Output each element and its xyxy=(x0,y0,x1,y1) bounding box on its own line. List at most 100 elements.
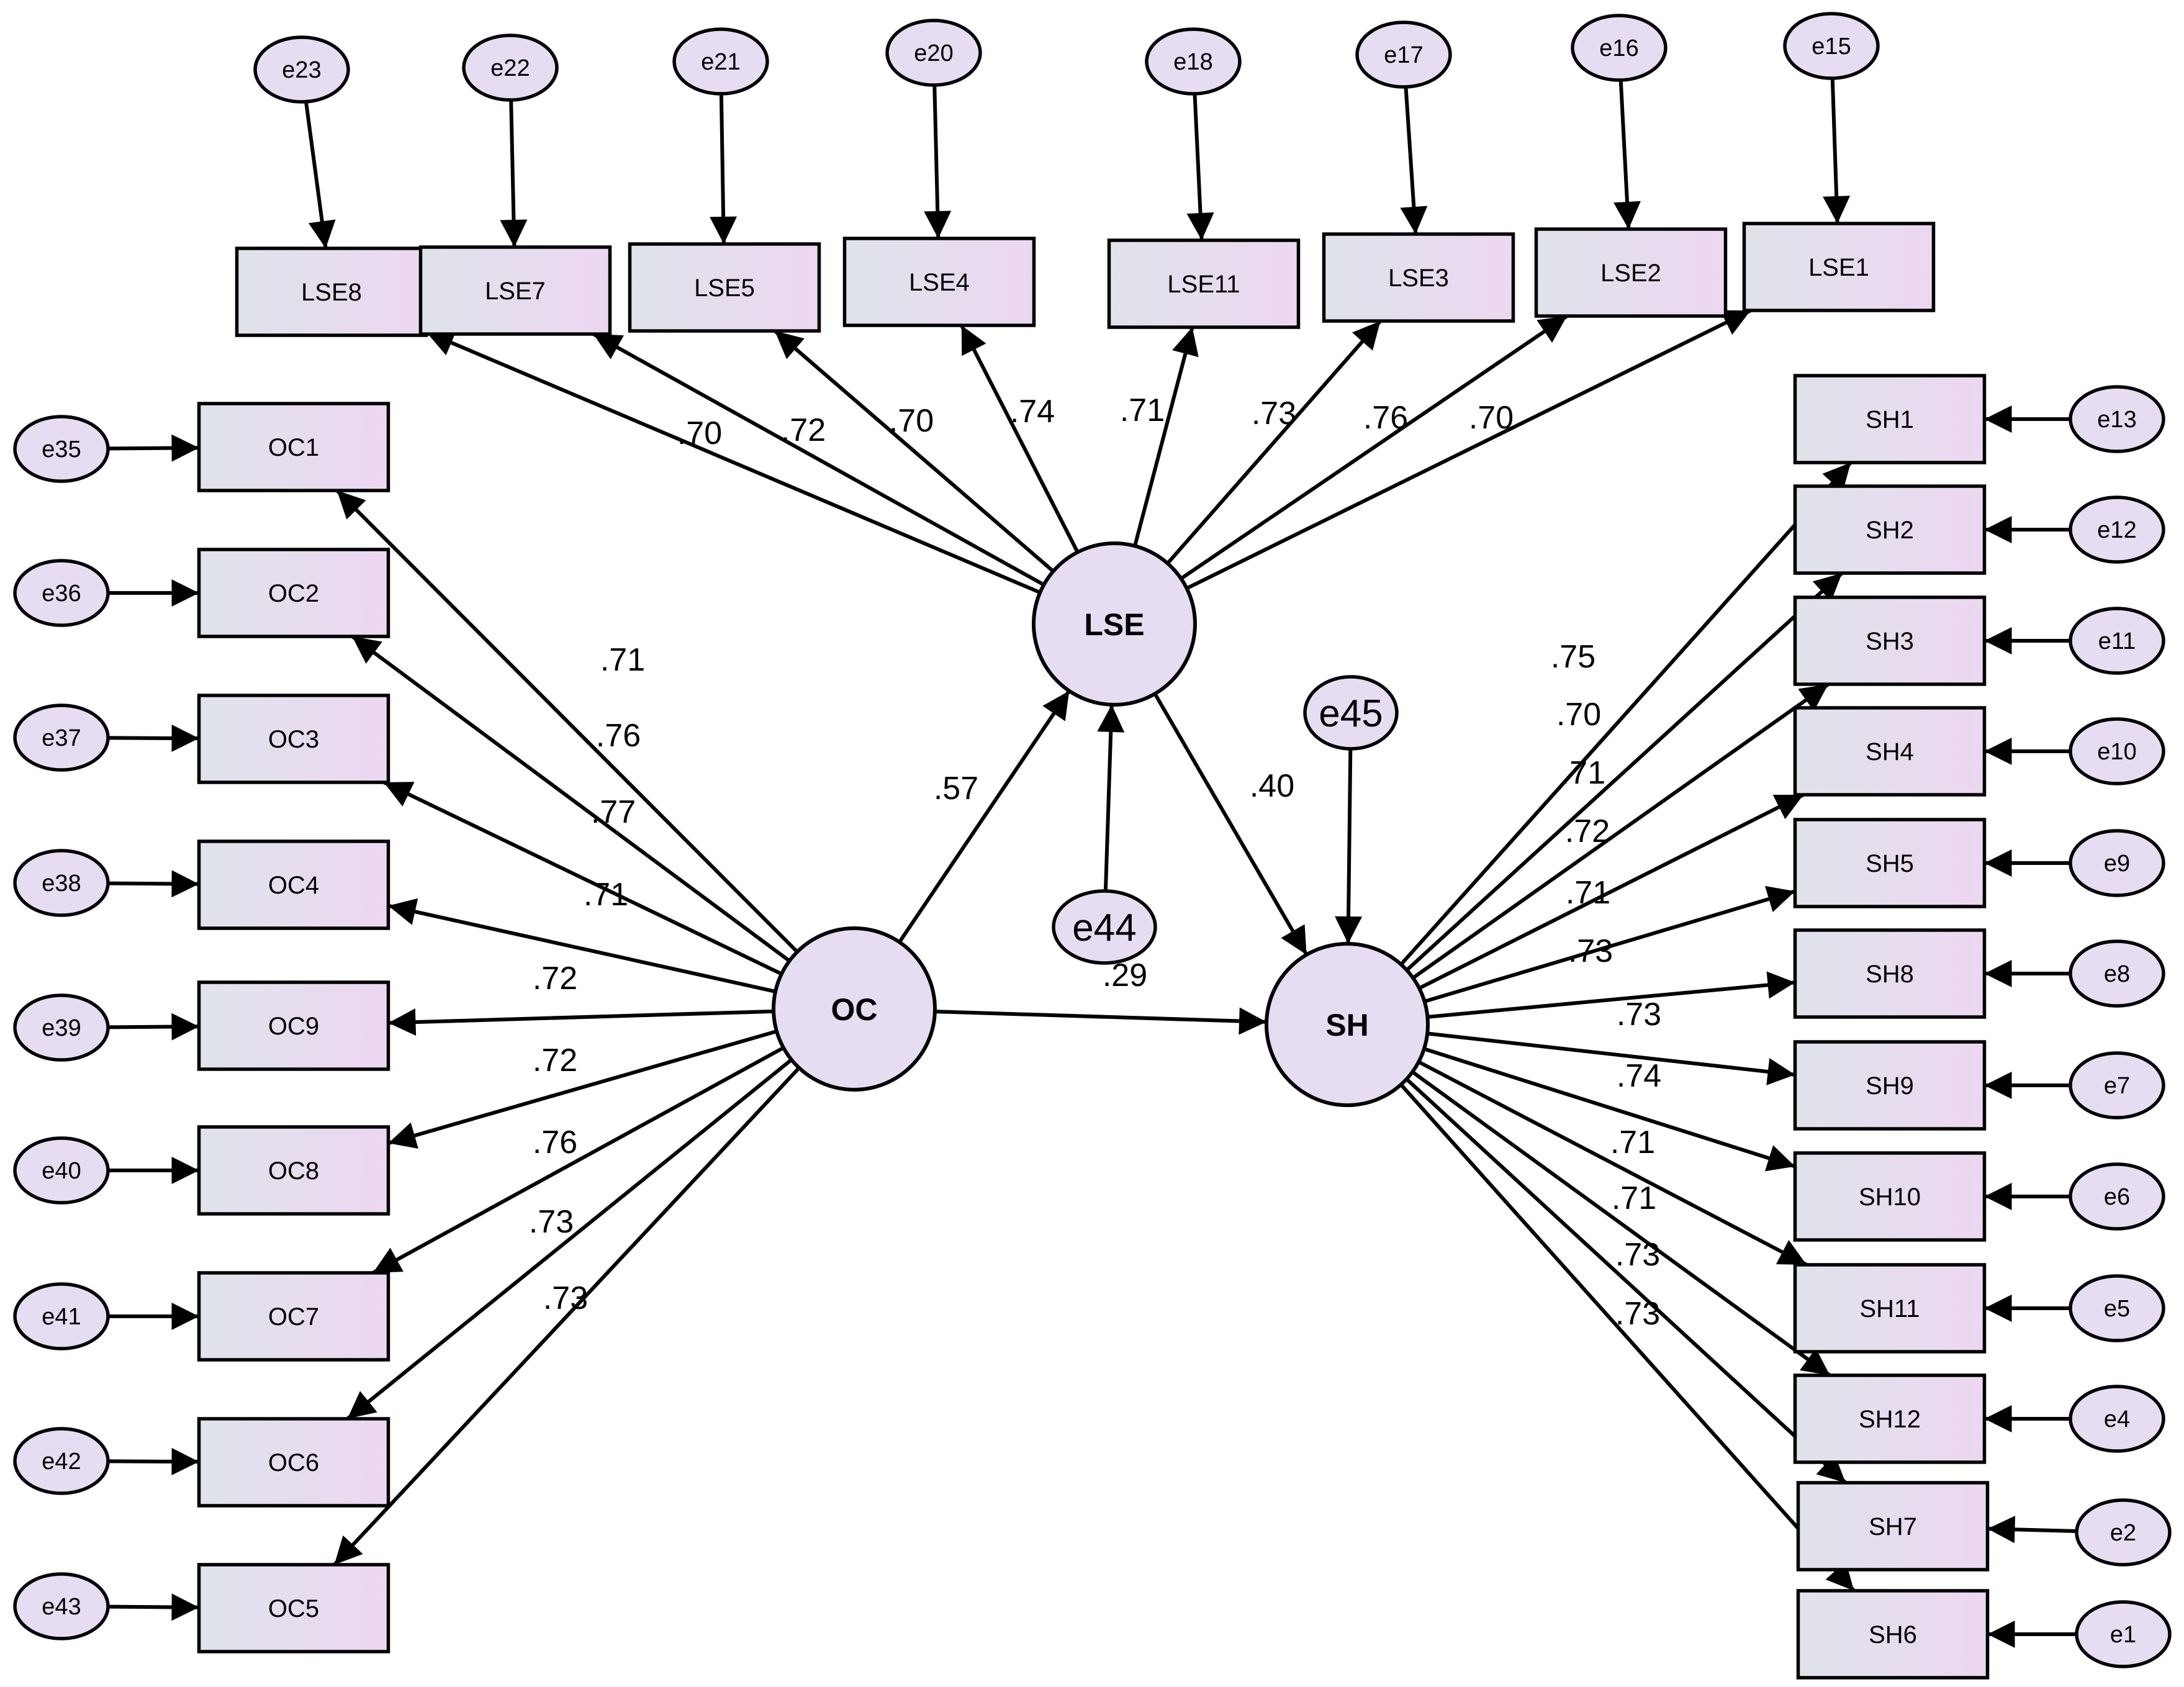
error-label: e7 xyxy=(2104,1073,2130,1099)
indicator-label: OC5 xyxy=(268,1595,319,1622)
error-ellipse xyxy=(2069,939,2165,1008)
error-node-e6: e6 xyxy=(2069,1162,2165,1231)
error-label: e13 xyxy=(2097,407,2136,433)
error-ellipse xyxy=(672,27,769,96)
error-label: e11 xyxy=(2098,628,2136,654)
latent-label: SH xyxy=(1325,1008,1368,1043)
indicator-box xyxy=(197,839,390,930)
loading-arrow-oc-oc9 xyxy=(388,1008,774,1036)
indicator-box xyxy=(1322,232,1515,323)
error-label: e35 xyxy=(42,436,81,463)
indicator-sh9: SH9 xyxy=(1793,1040,1987,1131)
indicator-lse8: LSE8 xyxy=(235,246,428,337)
error-arrow-e21-lse5 xyxy=(710,93,738,245)
disturbance-node-e45: e45 xyxy=(1303,675,1399,751)
indicator-sh7: SH7 xyxy=(1796,1481,1990,1572)
error-ellipse xyxy=(2069,1162,2165,1231)
indicator-box xyxy=(235,246,428,337)
indicator-label: LSE8 xyxy=(301,279,362,306)
error-label: e22 xyxy=(490,55,530,81)
error-node-e40: e40 xyxy=(13,1136,110,1205)
error-label: e1 xyxy=(2110,1622,2136,1648)
error-ellipse xyxy=(1355,20,1452,89)
indicator-label: SH4 xyxy=(1866,738,1914,766)
error-label: e16 xyxy=(1599,35,1638,61)
indicator-label: OC9 xyxy=(268,1013,319,1040)
indicator-label: SH6 xyxy=(1869,1621,1917,1649)
indicator-sh4: SH4 xyxy=(1793,706,1987,797)
error-arrow-e39-oc9 xyxy=(107,1013,199,1041)
error-ellipse xyxy=(13,1136,110,1205)
loading-coefficient: .71 xyxy=(1561,755,1605,791)
loading-arrow-oc-oc3 xyxy=(383,780,783,976)
error-label: e12 xyxy=(2097,517,2136,543)
indicator-lse2: LSE2 xyxy=(1534,227,1728,318)
indicator-label: OC8 xyxy=(268,1157,319,1185)
indicator-label: LSE3 xyxy=(1388,265,1449,292)
error-label: e37 xyxy=(42,725,81,751)
indicator-box xyxy=(1793,374,1987,464)
loading-arrow-sh-sh4 xyxy=(1418,793,1805,990)
error-label: e9 xyxy=(2104,851,2130,877)
error-node-e23: e23 xyxy=(253,35,350,104)
indicator-box xyxy=(197,694,390,784)
indicator-lse11: LSE11 xyxy=(1107,238,1301,329)
indicator-oc6: OC6 xyxy=(197,1417,390,1508)
disturbance-ellipse xyxy=(1303,675,1399,751)
loading-coefficient: .76 xyxy=(533,1124,577,1160)
indicator-box xyxy=(1796,1589,1990,1680)
loading-coefficient: .70 xyxy=(1469,400,1514,436)
error-ellipse xyxy=(1571,14,1667,82)
indicator-label: SH8 xyxy=(1866,961,1914,988)
indicator-label: SH11 xyxy=(1859,1295,1920,1323)
loading-arrow-lse-lse11 xyxy=(1133,327,1199,547)
loading-coefficient: .70 xyxy=(889,403,934,439)
error-node-e20: e20 xyxy=(885,19,982,87)
indicator-lse5: LSE5 xyxy=(628,242,821,333)
indicator-box xyxy=(1793,928,1987,1019)
loading-arrow-sh-sh9 xyxy=(1427,1031,1795,1085)
latent-circle xyxy=(772,926,937,1092)
error-node-e36: e36 xyxy=(13,559,110,627)
error-arrow-e23-lse8 xyxy=(304,101,336,249)
error-ellipse xyxy=(2069,1274,2165,1342)
loading-arrow-oc-oc4 xyxy=(387,898,776,993)
loading-coefficient: .71 xyxy=(1566,875,1610,911)
indicator-label: OC4 xyxy=(268,872,319,899)
error-label: e10 xyxy=(2097,739,2136,765)
error-node-e9: e9 xyxy=(2069,829,2165,897)
error-node-e5: e5 xyxy=(2069,1274,2165,1342)
error-arrow-e44-lse xyxy=(1097,704,1125,892)
loading-coefficient: .71 xyxy=(1612,1180,1656,1216)
error-ellipse xyxy=(1783,12,1880,80)
error-node-e18: e18 xyxy=(1145,27,1242,96)
loading-coefficient: .75 xyxy=(1551,639,1595,675)
indicator-box xyxy=(197,1417,390,1508)
error-arrow-e18-lse11 xyxy=(1186,93,1214,241)
indicator-box xyxy=(1534,227,1728,318)
error-node-e35: e35 xyxy=(13,415,110,483)
loading-arrow-lse-lse4 xyxy=(960,324,1080,553)
path-arrow-lse-sh xyxy=(1153,692,1309,956)
indicator-box xyxy=(1793,1151,1987,1242)
loading-coefficient: .73 xyxy=(529,1204,574,1240)
loading-coefficient: .71 xyxy=(600,642,645,678)
error-ellipse xyxy=(13,1572,110,1640)
indicator-label: SH5 xyxy=(1866,850,1914,877)
error-arrow-e17-lse3 xyxy=(1400,86,1428,235)
indicator-label: SH7 xyxy=(1869,1513,1917,1540)
loading-arrow-lse-lse1 xyxy=(1186,309,1752,590)
loading-arrow-oc-oc6 xyxy=(346,1058,793,1421)
indicator-label: LSE1 xyxy=(1808,254,1869,281)
error-label: e20 xyxy=(914,40,953,66)
error-label: e8 xyxy=(2104,961,2130,987)
indicator-oc9: OC9 xyxy=(197,980,390,1071)
indicator-label: SH3 xyxy=(1866,628,1914,655)
latent-label: OC xyxy=(831,992,878,1027)
error-arrow-e15-lse1 xyxy=(1823,78,1851,224)
indicator-label: OC6 xyxy=(268,1449,319,1477)
path-arrow-oc-lse xyxy=(898,690,1071,943)
error-node-e12: e12 xyxy=(2069,495,2165,564)
indicator-box xyxy=(842,237,1036,327)
